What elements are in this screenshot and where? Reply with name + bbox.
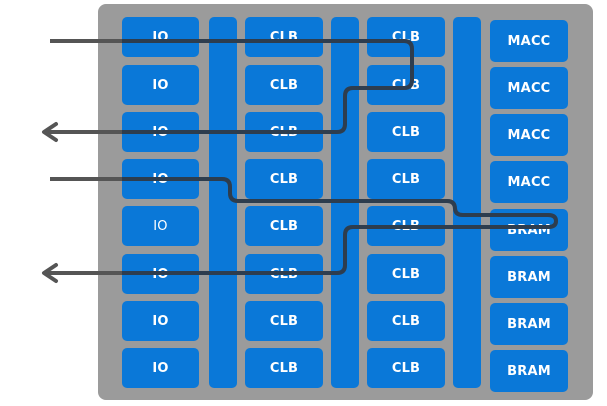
clb-block: CLB [367,17,445,57]
io-block: IO [122,206,199,246]
clb-block: CLB [367,301,445,341]
bram-block: BRAM [490,256,568,298]
clb-block: CLB [245,206,323,246]
io-block: IO [122,17,199,57]
fpga-die: IO IO IO IO IO IO IO IO CLB CLB CLB CLB … [98,4,593,400]
bram-block: BRAM [490,303,568,345]
macc-block: MACC [490,114,568,156]
clb-block: CLB [245,65,323,105]
io-block: IO [122,301,199,341]
route-path-2 [42,177,558,283]
route-path-1 [42,39,414,142]
clb-block: CLB [367,348,445,388]
clb-block: CLB [367,112,445,152]
macc-block: MACC [490,67,568,109]
clb-block: CLB [245,301,323,341]
io-block: IO [122,348,199,388]
arrow-left-icon [42,263,58,283]
clb-block: CLB [367,254,445,294]
arrow-left-icon [42,122,58,142]
bram-block: BRAM [490,350,568,392]
route-overlay [122,39,559,275]
clb-block: CLB [367,159,445,199]
routing-channel [209,17,237,388]
routing-channel [453,17,481,388]
io-block: IO [122,65,199,105]
macc-block: MACC [490,161,568,203]
route-overlay-line [122,39,414,134]
macc-block: MACC [490,20,568,62]
clb-block: CLB [245,348,323,388]
route-overlay-line [122,177,559,275]
clb-block: CLB [245,159,323,199]
